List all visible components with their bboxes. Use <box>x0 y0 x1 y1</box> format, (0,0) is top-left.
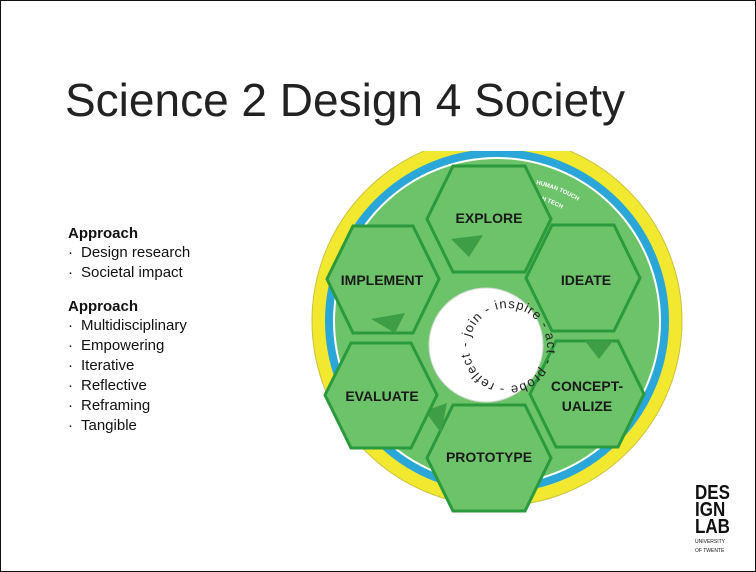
label-concept-2: UALIZE <box>562 398 613 414</box>
label-ideate: IDEATE <box>561 272 611 288</box>
hexagon <box>524 223 642 333</box>
hexagon <box>325 224 441 335</box>
logo-line-2: IGN <box>695 499 726 521</box>
hexagon <box>425 403 553 513</box>
bullet-dot: · <box>68 337 73 354</box>
list-item: ·Multidisciplinary <box>68 317 187 334</box>
label-concept-1: CONCEPT- <box>551 378 624 394</box>
bullet-dot: · <box>68 357 73 374</box>
bullet-dot: · <box>68 417 73 434</box>
stage-evaluate <box>323 341 439 450</box>
stage-implement <box>325 224 441 335</box>
label-evaluate: EVALUATE <box>345 388 418 404</box>
label-prototype: PROTOTYPE <box>446 449 532 465</box>
label-explore: EXPLORE <box>456 210 523 226</box>
bullet-dot: · <box>68 264 73 281</box>
logo-line-3: LAB <box>695 516 730 538</box>
section-heading: Approach <box>68 225 139 242</box>
hexagon <box>528 339 646 449</box>
list-item: ·Iterative <box>68 357 135 374</box>
design-cycle-diagram: HUMAN TOUCH HIGH TECH <box>301 151 683 513</box>
list-item: ·Tangible <box>68 417 137 434</box>
hexagon <box>323 341 439 450</box>
center-circle <box>428 287 544 403</box>
bullet-dot: · <box>68 317 73 334</box>
slide-title: Science 2 Design 4 Society <box>65 74 625 126</box>
stage-ideate <box>524 223 642 333</box>
logo-sub-1: UNIVERSITY <box>695 539 726 545</box>
stage-conceptualize <box>528 339 646 449</box>
list-item: ·Design research <box>68 244 191 261</box>
bullet-dot: · <box>68 397 73 414</box>
approach-section-1: Approach ·Design research ·Societal impa… <box>68 224 190 283</box>
design-lab-logo: DES IGN LAB UNIVERSITY OF TWENTE <box>695 482 743 554</box>
arrow-tab <box>371 313 405 333</box>
stage-explore <box>425 164 553 274</box>
list-item: ·Societal impact <box>68 264 183 281</box>
arrow-tab <box>585 341 613 359</box>
label-implement: IMPLEMENT <box>341 272 424 288</box>
bullet-dot: · <box>68 244 73 261</box>
approach-list: Approach ·Design research ·Societal impa… <box>68 224 190 450</box>
arrow-tab <box>451 235 483 257</box>
approach-section-2: Approach ·Multidisciplinary ·Empowering … <box>68 297 190 436</box>
list-item: ·Empowering <box>68 337 165 354</box>
logo-line-1: DES <box>695 482 730 504</box>
logo-sub-2: OF TWENTE <box>695 548 725 554</box>
bullet-dot: · <box>68 377 73 394</box>
section-heading: Approach <box>68 298 139 315</box>
list-item: ·Reframing <box>68 397 151 414</box>
list-item: ·Reflective <box>68 377 147 394</box>
